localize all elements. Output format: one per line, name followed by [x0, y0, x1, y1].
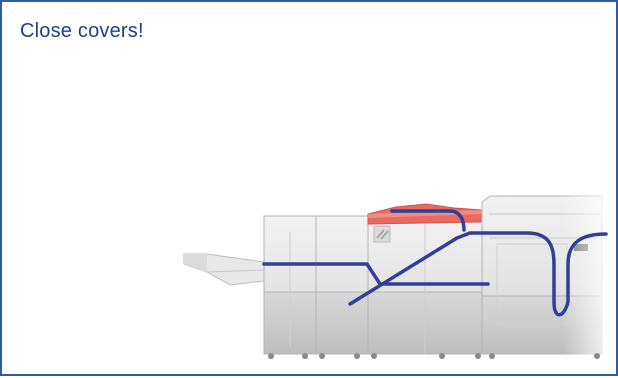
- finisher-module: [264, 216, 368, 354]
- open-cover-highlight: [368, 204, 482, 224]
- exit-tray: [184, 254, 264, 285]
